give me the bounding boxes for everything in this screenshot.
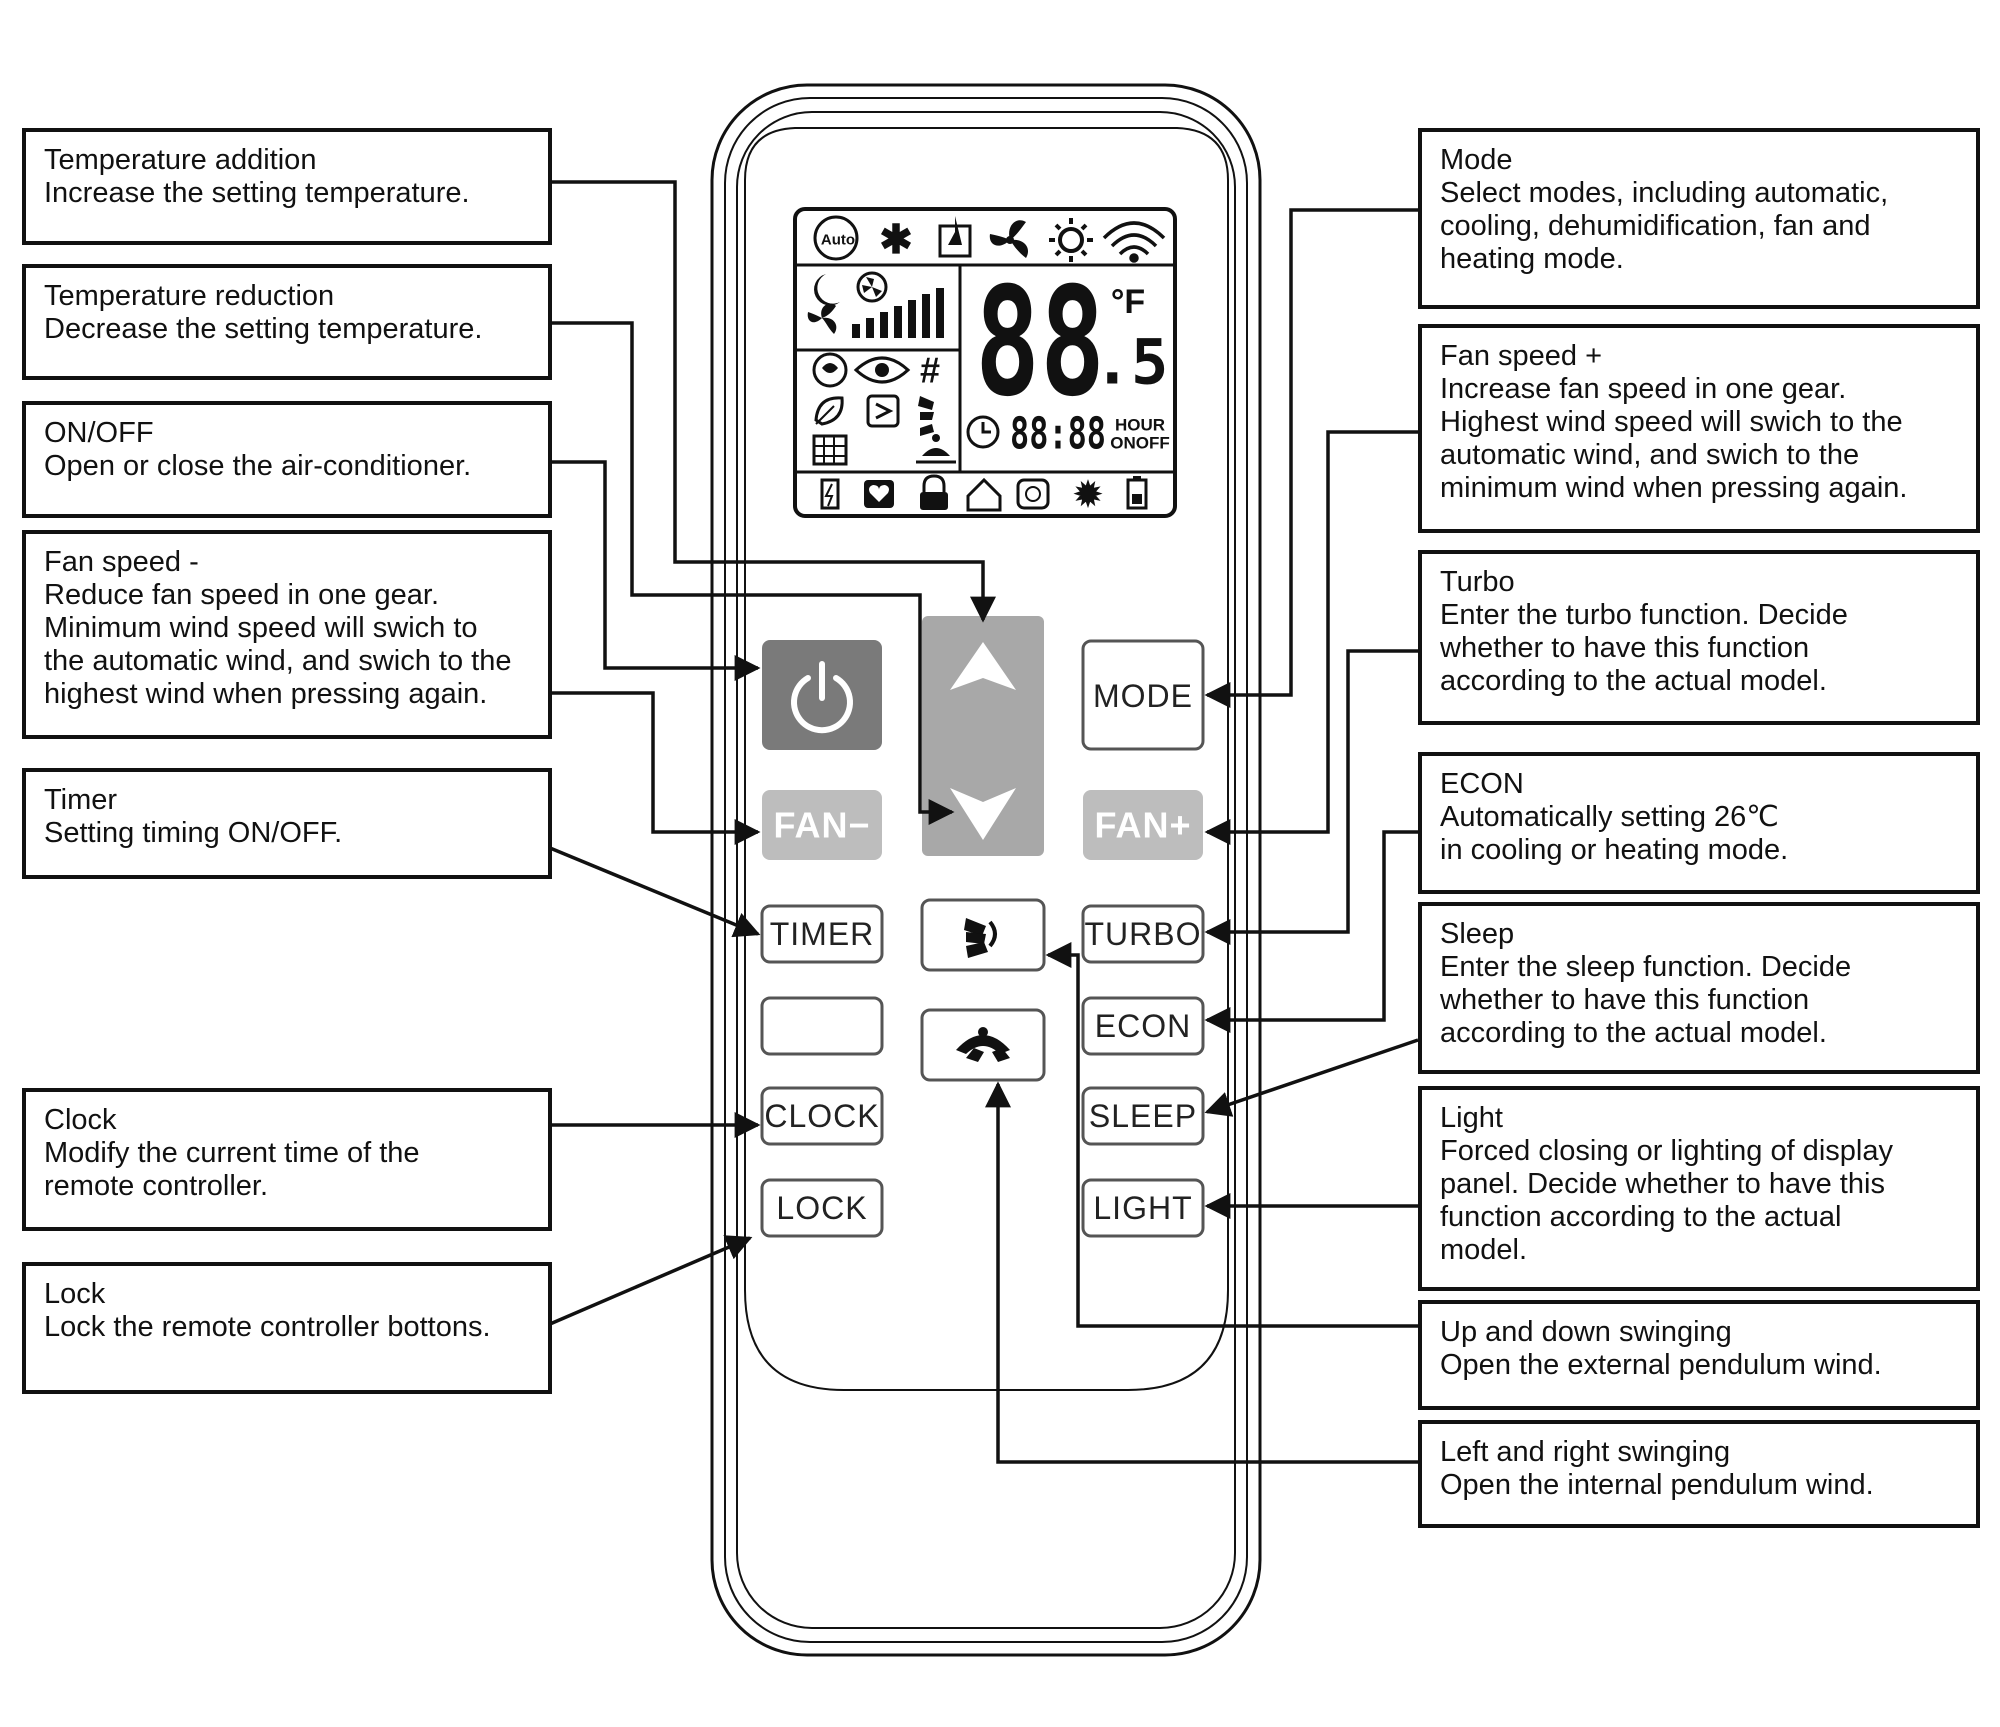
svg-text:ECON: ECON bbox=[1095, 1008, 1191, 1044]
leader-econ bbox=[1204, 830, 1418, 1033]
leader-updown bbox=[1045, 942, 1418, 1328]
chevron-up-icon bbox=[950, 642, 1016, 690]
temperature-decimal: .5 bbox=[1094, 326, 1169, 399]
leftright-swing-icon bbox=[956, 1027, 1010, 1062]
leader-leftright bbox=[985, 1081, 1418, 1464]
turbo-button[interactable]: TURBO bbox=[1081, 904, 1205, 964]
callout-timer: Timer Setting timing ON/OFF. bbox=[22, 768, 552, 879]
cool-mode-icon: ✱ bbox=[879, 218, 913, 262]
leader-lines bbox=[549, 180, 1419, 1464]
lock-button[interactable]: LOCK bbox=[760, 1178, 884, 1238]
svg-text:MODE: MODE bbox=[1093, 678, 1193, 714]
svg-text:LIGHT: LIGHT bbox=[1093, 1190, 1192, 1226]
lock-status-icon bbox=[920, 474, 948, 510]
fan-plus-button[interactable]: FAN+ bbox=[1083, 790, 1203, 860]
svg-text:Auto: Auto bbox=[821, 232, 855, 249]
health-icon bbox=[812, 352, 848, 388]
home-icon bbox=[966, 477, 1002, 512]
callout-fan-speed-minus: Fan speed - Reduce fan speed in one gear… bbox=[22, 530, 552, 739]
temperature-rocker bbox=[922, 616, 1044, 856]
heat-mode-icon bbox=[1049, 218, 1093, 262]
button-panel-outline bbox=[744, 127, 1229, 1391]
callout-sleep: Sleep Enter the sleep function. Decide w… bbox=[1418, 902, 1980, 1074]
battery-icon bbox=[1126, 476, 1148, 510]
power-button[interactable] bbox=[762, 640, 882, 750]
temp-down-button[interactable] bbox=[922, 738, 1044, 856]
eye-icon bbox=[853, 356, 911, 384]
lcd-display: Auto ✱ bbox=[793, 207, 1177, 518]
callout-lock: Lock Lock the remote controller bottons. bbox=[22, 1262, 552, 1394]
self-clean-icon bbox=[1016, 478, 1050, 510]
callout-clock: Clock Modify the current time of the rem… bbox=[22, 1088, 552, 1231]
leader-lock bbox=[549, 1235, 753, 1326]
battery-charge-icon bbox=[820, 478, 840, 510]
lr-swing-indicator-icon bbox=[916, 434, 956, 464]
light-button[interactable]: LIGHT bbox=[1081, 1178, 1205, 1238]
swing-indicator-icon bbox=[918, 396, 934, 436]
svg-text:FAN+: FAN+ bbox=[1094, 805, 1191, 846]
mode-button[interactable]: MODE bbox=[1081, 639, 1205, 751]
sleep-button[interactable]: SLEEP bbox=[1081, 1086, 1205, 1146]
callout-left-right-swinging: Left and right swinging Open the interna… bbox=[1418, 1420, 1980, 1528]
filter-icon bbox=[812, 434, 848, 466]
defrost-icon: ✹ bbox=[1073, 476, 1103, 514]
econ-button[interactable]: ECON bbox=[1081, 996, 1205, 1056]
clean-icon bbox=[866, 394, 900, 428]
onoff-label: ONOFF bbox=[1110, 434, 1170, 453]
wifi-icon bbox=[1102, 221, 1166, 263]
leader-fan-plus bbox=[1204, 430, 1418, 845]
temperature-readout: 88 bbox=[975, 256, 1105, 430]
leader-onoff bbox=[550, 460, 761, 681]
callout-mode: Mode Select modes, including automatic, … bbox=[1418, 128, 1980, 309]
updown-swing-button[interactable] bbox=[920, 898, 1046, 972]
fan-minus-button[interactable]: FAN− bbox=[762, 790, 882, 860]
callout-fan-speed-plus: Fan speed + Increase fan speed in one ge… bbox=[1418, 324, 1980, 533]
svg-text:CLOCK: CLOCK bbox=[764, 1098, 879, 1134]
dry-mode-icon bbox=[938, 216, 972, 258]
heart-icon bbox=[864, 480, 894, 508]
fan-mode-icon bbox=[989, 220, 1029, 258]
callout-light: Light Forced closing or lighting of disp… bbox=[1418, 1086, 1980, 1291]
callout-turbo: Turbo Enter the turbo function. Decide w… bbox=[1418, 550, 1980, 725]
callout-econ: ECON Automatically setting 26℃ in coolin… bbox=[1418, 752, 1980, 894]
hour-label: HOUR bbox=[1115, 416, 1165, 435]
night-fan-icon bbox=[814, 271, 888, 306]
svg-text:LOCK: LOCK bbox=[776, 1190, 867, 1226]
leftright-swing-button[interactable] bbox=[920, 1008, 1046, 1082]
chevron-down-icon bbox=[950, 788, 1016, 840]
timer-button[interactable]: TIMER bbox=[760, 904, 884, 964]
grid-icon: # bbox=[920, 350, 940, 391]
callout-temperature-reduction: Temperature reduction Decrease the setti… bbox=[22, 264, 552, 380]
updown-swing-icon bbox=[964, 918, 997, 958]
leader-temp-add bbox=[550, 180, 996, 623]
leader-timer bbox=[549, 846, 761, 938]
auto-mode-icon: Auto bbox=[813, 215, 859, 261]
blank-button[interactable] bbox=[760, 996, 884, 1056]
clock-button[interactable]: CLOCK bbox=[760, 1086, 884, 1146]
leader-mode bbox=[1204, 208, 1418, 708]
leader-turbo bbox=[1204, 649, 1418, 945]
callout-temperature-addition: Temperature addition Increase the settin… bbox=[22, 128, 552, 245]
svg-text:SLEEP: SLEEP bbox=[1089, 1098, 1197, 1134]
temp-up-button[interactable] bbox=[922, 616, 1044, 734]
power-icon bbox=[791, 661, 853, 734]
fan-speed-bars-icon bbox=[807, 288, 944, 338]
leader-temp-red bbox=[550, 321, 955, 825]
callout-onoff: ON/OFF Open or close the air-conditioner… bbox=[22, 401, 552, 518]
callout-up-down-swinging: Up and down swinging Open the external p… bbox=[1418, 1300, 1980, 1410]
timer-clock-icon bbox=[966, 415, 1000, 449]
time-readout: 88:88 bbox=[1010, 409, 1106, 460]
svg-text:TIMER: TIMER bbox=[770, 916, 875, 952]
svg-text:TURBO: TURBO bbox=[1085, 916, 1202, 952]
svg-text:FAN−: FAN− bbox=[773, 805, 870, 846]
leader-fan-minus bbox=[550, 691, 761, 845]
unit-label: °F bbox=[1111, 283, 1145, 321]
leaf-icon bbox=[814, 396, 844, 426]
leader-sleep bbox=[1204, 1038, 1419, 1117]
